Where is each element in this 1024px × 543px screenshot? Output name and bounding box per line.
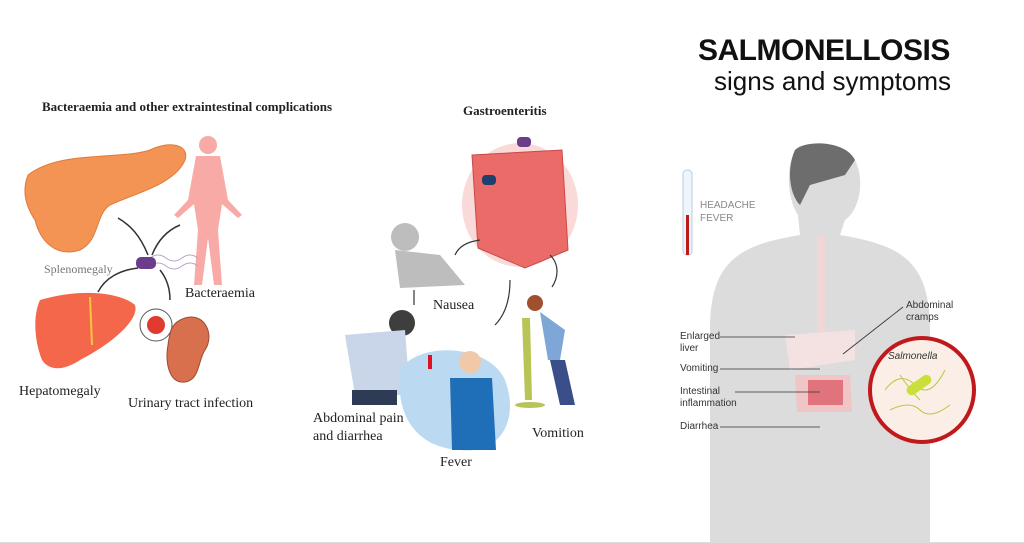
label-headache: HEADACHE [700,200,756,211]
arrows-middle [413,239,558,326]
human-silhouette [710,143,930,542]
kidney-illustration [166,316,210,383]
arrows-left [97,217,181,301]
intestine-illustration [462,137,578,269]
nausea-person-illustration [391,223,465,288]
thermometer-icon [682,169,693,256]
label-urinary-tract-infection: Urinary tract infection [128,396,254,411]
label-splenomegaly: Splenomegaly [44,262,113,276]
label-hepatomegaly: Hepatomegaly [19,384,101,399]
label-abdominal-pain: Abdominal pain [313,411,404,426]
label-fever: Fever [440,455,472,470]
label-vomition: Vomition [532,426,584,441]
label-liver: liver [680,343,699,354]
vomiting-person-illustration [515,295,575,408]
right-panel-subtitle: signs and symptoms [714,66,951,96]
liver-illustration [35,292,136,369]
label-and-diarrhea: and diarrhea [313,429,383,444]
middle-panel-title: Gastroenteritis [463,103,547,118]
label-salmonella: Salmonella [888,351,938,362]
label-fever-thermometer: FEVER [700,213,734,224]
pancreas-illustration [24,144,187,253]
right-panel-title: SALMONELLOSIS [698,34,950,67]
label-nausea: Nausea [433,298,475,313]
label-cramps: cramps [906,312,939,323]
left-panel-title: Bacteraemia and other extraintestinal co… [42,99,333,114]
fever-person-illustration [399,350,510,451]
pink-body-illustration [174,136,242,285]
label-inflammation: inflammation [680,398,737,409]
label-diarrhea: Diarrhea [680,421,719,432]
label-abdominal: Abdominal [906,300,954,311]
callout-lines [720,306,904,428]
abdominal-pain-person-illustration [345,310,415,405]
label-enlarged: Enlarged [680,331,721,342]
label-bacteraemia: Bacteraemia [185,286,255,301]
bacterium-icon [136,254,199,270]
label-vomiting: Vomiting [680,363,719,374]
salmonella-magnified-circle [868,336,976,444]
label-intestinal: Intestinal [680,386,721,397]
